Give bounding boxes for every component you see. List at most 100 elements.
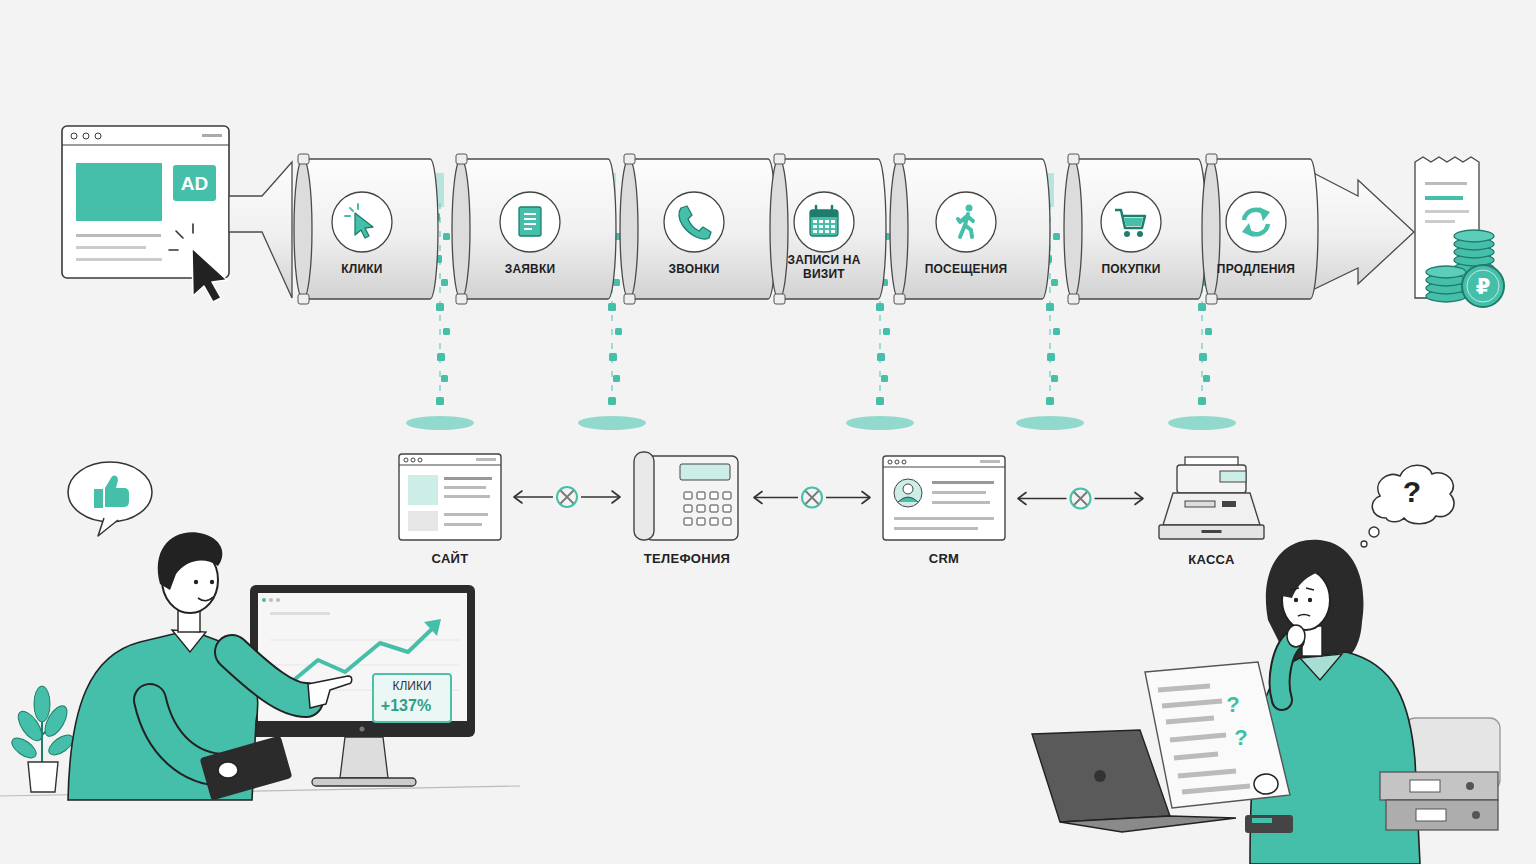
- puzzled-analyst: [1280, 640, 1294, 700]
- pipe-segment: [1226, 192, 1286, 252]
- pipe-segment: [1137, 231, 1143, 237]
- receipt: [1425, 196, 1463, 200]
- pipe-segment: [1202, 159, 1220, 299]
- happy-marketer: [232, 652, 306, 700]
- system-icon: [408, 511, 438, 531]
- pipe-segment: [813, 220, 817, 223]
- report-sheet: [1254, 774, 1278, 794]
- broken-link: [1018, 498, 1067, 500]
- pipe-segment: [500, 192, 560, 252]
- node-label: КАССА: [1125, 553, 1298, 568]
- potted-plant: [9, 686, 77, 792]
- system-icon: [902, 460, 906, 464]
- system-icon: [932, 481, 994, 484]
- binders: [1380, 772, 1498, 830]
- browser-window: [76, 234, 161, 237]
- pipe-segment: [1115, 210, 1145, 228]
- pipe-segment: [1115, 210, 1145, 237]
- pipe-segment: [813, 225, 817, 228]
- pipe-segment: [899, 159, 1050, 299]
- system-icon: [898, 497, 918, 502]
- system-icon: [646, 456, 738, 540]
- monitor: [269, 598, 273, 602]
- happy-marketer: [194, 580, 198, 584]
- broken-link: [1075, 493, 1087, 505]
- pipe-segment: [813, 230, 817, 233]
- pipe-segment: [519, 207, 541, 236]
- pipe-segment: [770, 159, 788, 299]
- system-icon: [684, 505, 692, 512]
- node-label: ПОСЕЩЕНИЯ: [878, 263, 1054, 277]
- thumbs-up-bubble: [105, 476, 129, 507]
- monitor: [360, 727, 365, 732]
- node-label: AD: [173, 173, 216, 195]
- system-icon: [894, 517, 994, 520]
- thought-bubbles: [1361, 527, 1379, 547]
- funnel-stage: КЛИКИ: [292, 158, 432, 300]
- system-icon: [894, 527, 978, 530]
- monitor: [270, 612, 330, 615]
- happy-marketer: [172, 630, 206, 652]
- system-icon: [932, 501, 990, 504]
- laptop: [1032, 730, 1236, 832]
- pipe-segment: [679, 206, 711, 239]
- system-icon: [894, 479, 922, 507]
- happy-marketer: [218, 762, 238, 778]
- monitor: [262, 598, 266, 602]
- happy-marketer: [158, 532, 223, 590]
- broken-link: [581, 496, 620, 498]
- node-label: КЛИКИ: [282, 263, 442, 277]
- broken-link: [806, 492, 818, 504]
- metric-card: КЛИКИ+137%: [372, 673, 452, 723]
- browser-window: [62, 126, 229, 278]
- system-icon: [444, 513, 488, 516]
- funnel-stage: ПОСЕЩЕНИЯ: [888, 158, 1044, 300]
- funnel-stage: ЗВОНКИ: [618, 158, 770, 300]
- happy-marketer: [308, 676, 352, 708]
- pipe-segment: [1068, 154, 1079, 164]
- pipe-segment: [624, 154, 635, 164]
- broken-link: [1018, 489, 1143, 509]
- funnel-stage: ЗАПИСИ НА ВИЗИТ: [768, 158, 880, 300]
- puzzled-analyst: [1282, 565, 1330, 598]
- pipe-segment: [819, 230, 823, 233]
- broken-link: [862, 492, 870, 504]
- browser-window: [76, 246, 146, 249]
- pipe-segment: [1124, 231, 1130, 237]
- system-icon: [697, 492, 705, 499]
- system-icon: [399, 454, 501, 540]
- pipe-segment: [664, 192, 724, 252]
- pipe-segment: [345, 204, 373, 238]
- mouse-cursor: [169, 224, 227, 302]
- report-sheet: [1145, 662, 1290, 808]
- currency-sign: ₽: [1472, 276, 1494, 297]
- node-label: ПРОДЛЕНИЯ: [1190, 263, 1322, 277]
- ad-badge: AD: [173, 165, 216, 201]
- calculator: [1245, 815, 1293, 833]
- pipe-segment: [345, 204, 358, 216]
- node-label: САЙТ: [368, 552, 532, 567]
- system-icon: [632, 452, 742, 542]
- pipe-segment: [1062, 158, 1200, 300]
- pipe-segment: [519, 207, 541, 236]
- pipe-segment: [810, 206, 838, 236]
- system-icon: [697, 518, 705, 525]
- puzzled-analyst: [1298, 615, 1310, 617]
- system-icon: [684, 518, 692, 525]
- pipe-segment: [819, 225, 823, 228]
- pipe-segment: [303, 159, 438, 299]
- broken-link: [1071, 489, 1091, 509]
- pipe-segment: [452, 159, 470, 299]
- pipe-segment: [620, 159, 638, 299]
- system-icon: [408, 475, 438, 505]
- potted-plant: [34, 686, 50, 722]
- system-icon: [895, 460, 899, 464]
- system-icon: [1159, 525, 1264, 539]
- node-label: +137%: [374, 697, 438, 715]
- question-mark: ?: [1230, 727, 1252, 749]
- system-icon: [710, 492, 718, 499]
- system-icon: [883, 467, 1005, 468]
- question-mark: ?: [1222, 694, 1244, 716]
- pipe-segment: [1242, 223, 1253, 237]
- broken-link: [1018, 493, 1026, 505]
